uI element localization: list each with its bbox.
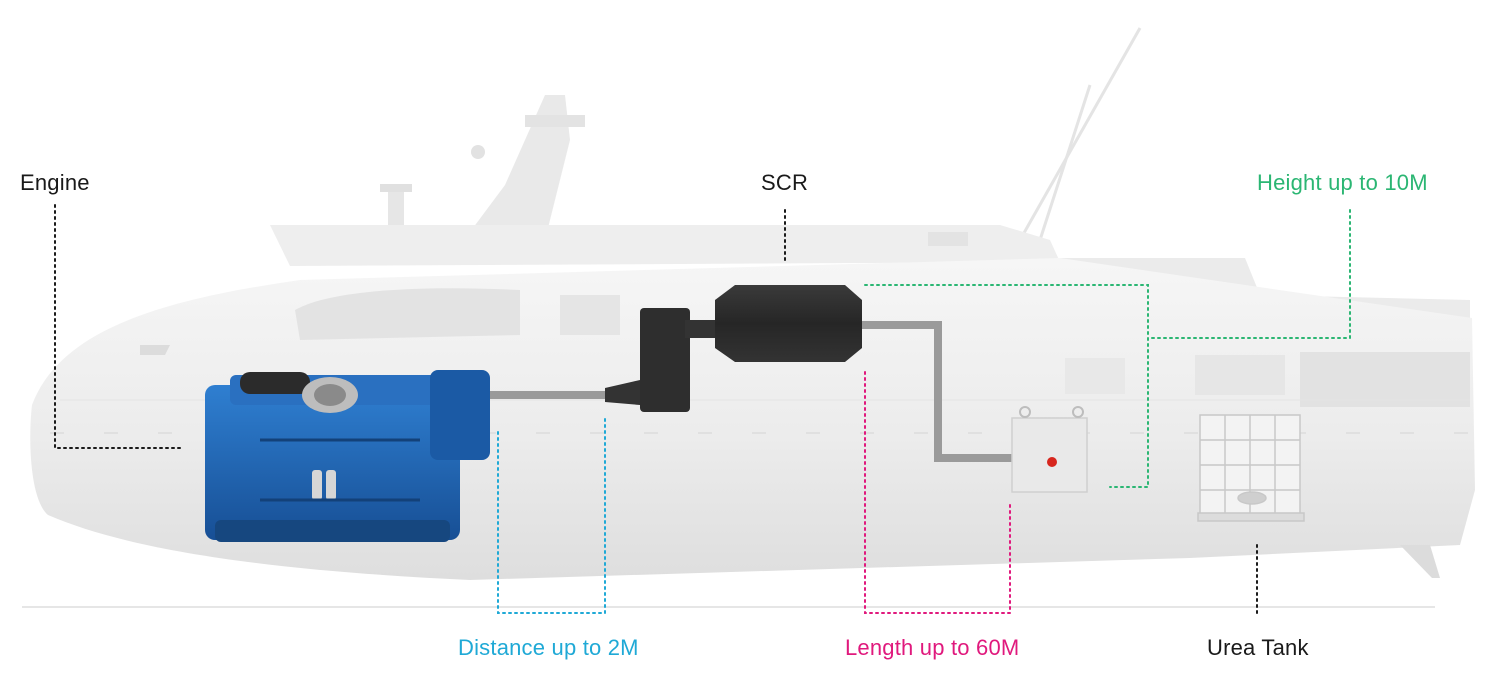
height-label: Height up to 10M — [1257, 170, 1428, 195]
urea-tank-label: Urea Tank — [1207, 635, 1309, 660]
marine-engine-icon — [205, 370, 490, 542]
distance-bracket — [497, 417, 606, 614]
scr-label: SCR — [761, 170, 809, 195]
length-bracket — [864, 371, 1011, 614]
height-bracket — [1147, 209, 1351, 339]
exhaust-pipes — [490, 321, 1012, 462]
distance-label: Distance up to 2M — [458, 635, 639, 660]
dosing-box-icon — [1011, 406, 1088, 493]
engine-label: Engine — [20, 170, 90, 195]
height-bracket-lower — [864, 284, 1149, 488]
length-label: Length up to 60M — [845, 635, 1020, 660]
urea-tank-icon — [1197, 414, 1305, 522]
scr-catalyst-icon — [605, 285, 862, 412]
engine-leader-line — [54, 204, 181, 449]
